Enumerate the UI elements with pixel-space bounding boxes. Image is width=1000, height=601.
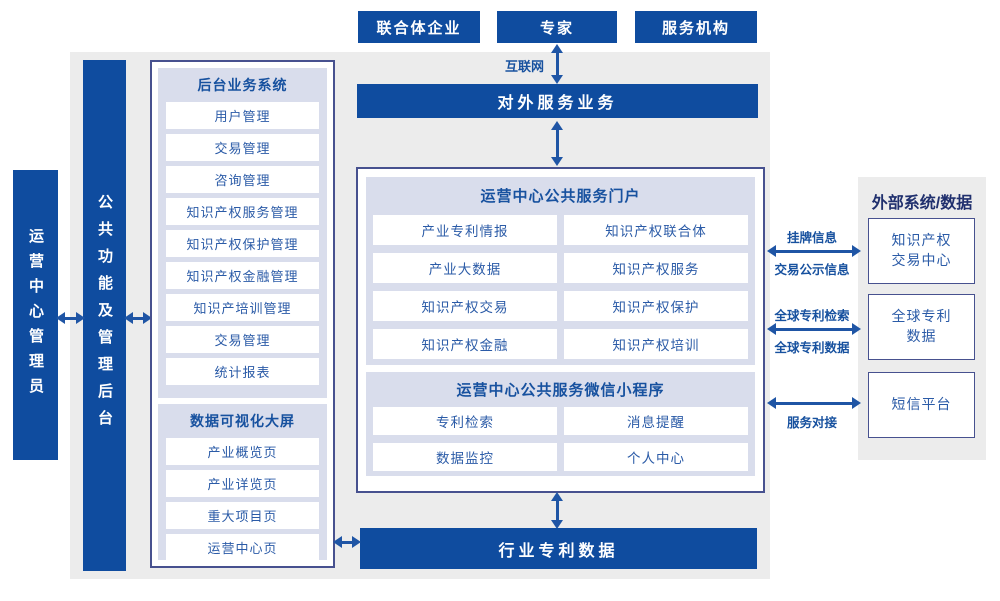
backend-system-panel: 后台业务系统 用户管理 交易管理 咨询管理 知识产权服务管理 知识产权保护管理 …	[158, 68, 327, 398]
dashboard-item: 重大项目页	[166, 502, 319, 529]
external-service-bar-label: 对外服务业务	[497, 95, 618, 112]
backend-item: 交易管理	[166, 326, 319, 353]
internet-label: 互联网	[504, 59, 544, 74]
data-visualization-list: 产业概览页 产业详览页 重大项目页 运营中心页	[158, 438, 327, 561]
arrow-shaft	[774, 327, 854, 331]
global-patent-data-box: 全球专利 数据	[868, 294, 975, 360]
double-arrow-global-patent-icon	[767, 323, 861, 335]
external-service-bar: 对外服务业务	[357, 84, 758, 118]
backend-item: 用户管理	[166, 102, 319, 129]
portal-item: 知识产权联合体	[564, 215, 748, 245]
backend-system-list: 用户管理 交易管理 咨询管理 知识产权服务管理 知识产权保护管理 知识产权金融管…	[158, 102, 327, 385]
portal-item: 知识产权保护	[564, 291, 748, 321]
common-function-label: 公共功能及管理后台	[96, 194, 113, 437]
backend-item: 统计报表	[166, 358, 319, 385]
mini-program-item: 个人中心	[564, 443, 748, 471]
data-visualization-panel: 数据可视化大屏 产业概览页 产业详览页 重大项目页 运营中心页	[158, 404, 327, 561]
service-docking-label: 服务对接	[786, 416, 837, 430]
portal-item: 知识产权交易	[373, 291, 557, 321]
data-visualization-title: 数据可视化大屏	[190, 413, 295, 429]
dashboard-item: 产业详览页	[166, 470, 319, 497]
portal-item: 知识产权培训	[564, 329, 748, 359]
double-arrow-sms-icon	[767, 397, 861, 409]
portal-title: 运营中心公共服务门户	[480, 188, 641, 205]
global-patent-data-label: 全球专利数据	[774, 341, 850, 355]
arrow-shaft	[774, 249, 854, 253]
arrow-shaft	[555, 499, 559, 522]
actor-label: 专家	[539, 19, 574, 37]
backend-system-title: 后台业务系统	[197, 77, 288, 93]
mini-program-item: 数据监控	[373, 443, 557, 471]
portal-item: 知识产权服务	[564, 253, 748, 283]
double-arrow-internet-icon	[551, 44, 563, 84]
operation-admin-bar: 运营中心管理员	[13, 170, 58, 460]
industry-patent-data-bar: 行业专利数据	[360, 528, 757, 569]
backend-item: 交易管理	[166, 134, 319, 161]
actor-consortium-enterprise: 联合体企业	[358, 11, 480, 43]
portal-item: 产业大数据	[373, 253, 557, 283]
arrow-shaft	[555, 128, 559, 159]
double-arrow-portal-to-patent-data-icon	[551, 492, 563, 529]
arrow-shaft	[63, 316, 78, 320]
operation-admin-label: 运营中心管理员	[27, 227, 44, 403]
backend-item: 知识产权服务管理	[166, 198, 319, 225]
double-arrow-admin-to-common-icon	[56, 312, 85, 324]
actor-label: 服务机构	[661, 19, 730, 37]
portal-item: 产业专利情报	[373, 215, 557, 245]
portal-panel: 运营中心公共服务门户 产业专利情报 知识产权联合体 产业大数据 知识产权服务 知…	[366, 177, 755, 365]
global-patent-search-label: 全球专利检索	[774, 309, 850, 323]
industry-patent-data-label: 行业专利数据	[498, 542, 619, 560]
double-arrow-trading-center-icon	[767, 245, 861, 257]
double-arrow-dashboard-to-patent-data-icon	[333, 536, 361, 548]
arrow-shaft	[131, 316, 145, 320]
sms-platform-box: 短信平台	[868, 372, 975, 438]
mini-program-item: 消息提醒	[564, 407, 748, 435]
backend-item: 知识产权金融管理	[166, 262, 319, 289]
mini-program-item: 专利检索	[373, 407, 557, 435]
actor-label: 联合体企业	[376, 19, 462, 37]
backend-item: 知识产权保护管理	[166, 230, 319, 257]
double-arrow-service-to-portal-icon	[551, 121, 563, 166]
arrow-shaft	[340, 540, 354, 544]
dashboard-item: 运营中心页	[166, 534, 319, 561]
listing-info-label: 挂牌信息	[786, 231, 837, 245]
dashboard-item: 产业概览页	[166, 438, 319, 465]
portal-grid: 产业专利情报 知识产权联合体 产业大数据 知识产权服务 知识产权交易 知识产权保…	[366, 215, 755, 359]
double-arrow-common-to-backend-icon	[124, 312, 152, 324]
trade-publicity-label: 交易公示信息	[774, 263, 850, 277]
mini-program-title: 运营中心公共服务微信小程序	[456, 382, 665, 399]
backend-item: 知识产培训管理	[166, 294, 319, 321]
actor-service-agency: 服务机构	[635, 11, 757, 43]
actor-expert: 专家	[497, 11, 617, 43]
arrow-shaft	[555, 51, 559, 77]
mini-program-panel: 运营中心公共服务微信小程序 专利检索 消息提醒 数据监控 个人中心	[366, 372, 755, 476]
backend-item: 咨询管理	[166, 166, 319, 193]
ip-trading-center-box: 知识产权 交易中心	[868, 218, 975, 284]
mini-program-grid: 专利检索 消息提醒 数据监控 个人中心	[366, 407, 755, 471]
common-function-bar: 公共功能及管理后台	[83, 60, 126, 571]
external-systems-title: 外部系统/数据	[871, 195, 973, 212]
portal-item: 知识产权金融	[373, 329, 557, 359]
arrow-shaft	[774, 401, 854, 405]
